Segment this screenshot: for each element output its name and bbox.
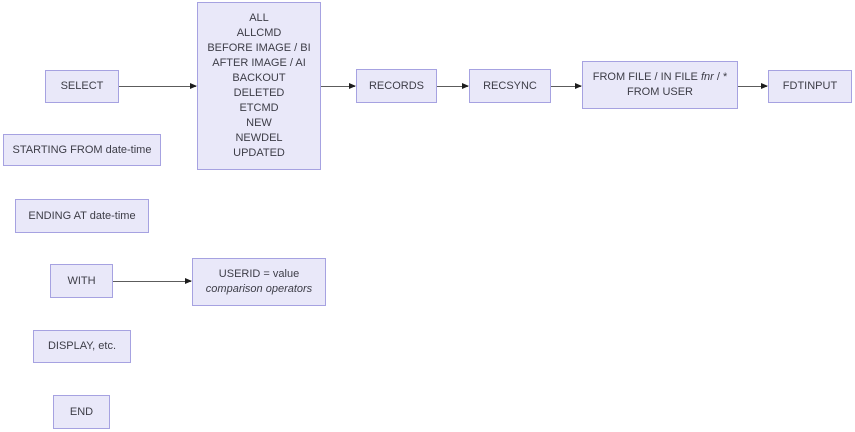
userid-line: USERID = value (218, 268, 300, 280)
end-box: END (53, 395, 110, 429)
with-box: WITH (50, 264, 113, 298)
from-file-box: FROM FILE / IN FILE fnr / * FROM USER (582, 61, 738, 109)
arrowhead-icon (349, 83, 356, 89)
fnr-variable: fnr (700, 71, 714, 83)
arrowhead-icon (190, 83, 197, 89)
arrow-select-to-options (119, 83, 197, 89)
option-etcmd: ETCMD (239, 102, 279, 114)
from-user-line: FROM USER (627, 86, 693, 98)
option-after-image: AFTER IMAGE / AI (212, 57, 306, 69)
select-label: SELECT (60, 80, 104, 92)
ending-at-box: ENDING AT date-time (15, 199, 149, 233)
arrow-fromfile-to-fdtinput (738, 83, 768, 89)
option-deleted: DELETED (233, 87, 285, 99)
fdtinput-label: FDTINPUT (782, 80, 838, 92)
select-box: SELECT (45, 70, 119, 103)
recsync-label: RECSYNC (483, 79, 537, 92)
arrow-options-to-records (321, 83, 356, 89)
ending-at-label: ENDING AT date-time (28, 209, 136, 222)
from-file-line1: FROM FILE / IN FILE fnr / * (592, 71, 728, 83)
arrow-recsync-to-fromfile (551, 83, 582, 89)
option-backout: BACKOUT (232, 72, 286, 84)
arrowhead-icon (575, 83, 582, 89)
comparison-operators-line: comparison operators (205, 283, 313, 295)
records-label: RECORDS (368, 79, 424, 92)
option-updated: UPDATED (233, 147, 285, 159)
with-label: WITH (67, 274, 96, 287)
userid-criteria-box: USERID = value comparison operators (192, 258, 326, 306)
option-new: NEW (246, 117, 272, 129)
starting-from-label: STARTING FROM date-time (12, 143, 152, 156)
end-label: END (69, 405, 94, 418)
arrowhead-icon (462, 83, 469, 89)
arrow-with-to-userid (113, 278, 192, 284)
records-box: RECORDS (356, 69, 437, 103)
recsync-box: RECSYNC (469, 69, 551, 103)
starting-from-box: STARTING FROM date-time (3, 134, 161, 166)
fdtinput-box: FDTINPUT (768, 70, 852, 103)
arrowhead-icon (185, 278, 192, 284)
arrow-records-to-recsync (437, 83, 469, 89)
option-all: ALL (249, 12, 269, 24)
display-label: DISPLAY, etc. (47, 340, 117, 352)
arrowhead-icon (761, 83, 768, 89)
option-newdel: NEWDEL (235, 132, 283, 144)
display-box: DISPLAY, etc. (33, 330, 131, 363)
record-type-options-box: ALL ALLCMD BEFORE IMAGE / BI AFTER IMAGE… (197, 2, 321, 170)
option-before-image: BEFORE IMAGE / BI (207, 42, 311, 54)
option-allcmd: ALLCMD (236, 27, 282, 39)
